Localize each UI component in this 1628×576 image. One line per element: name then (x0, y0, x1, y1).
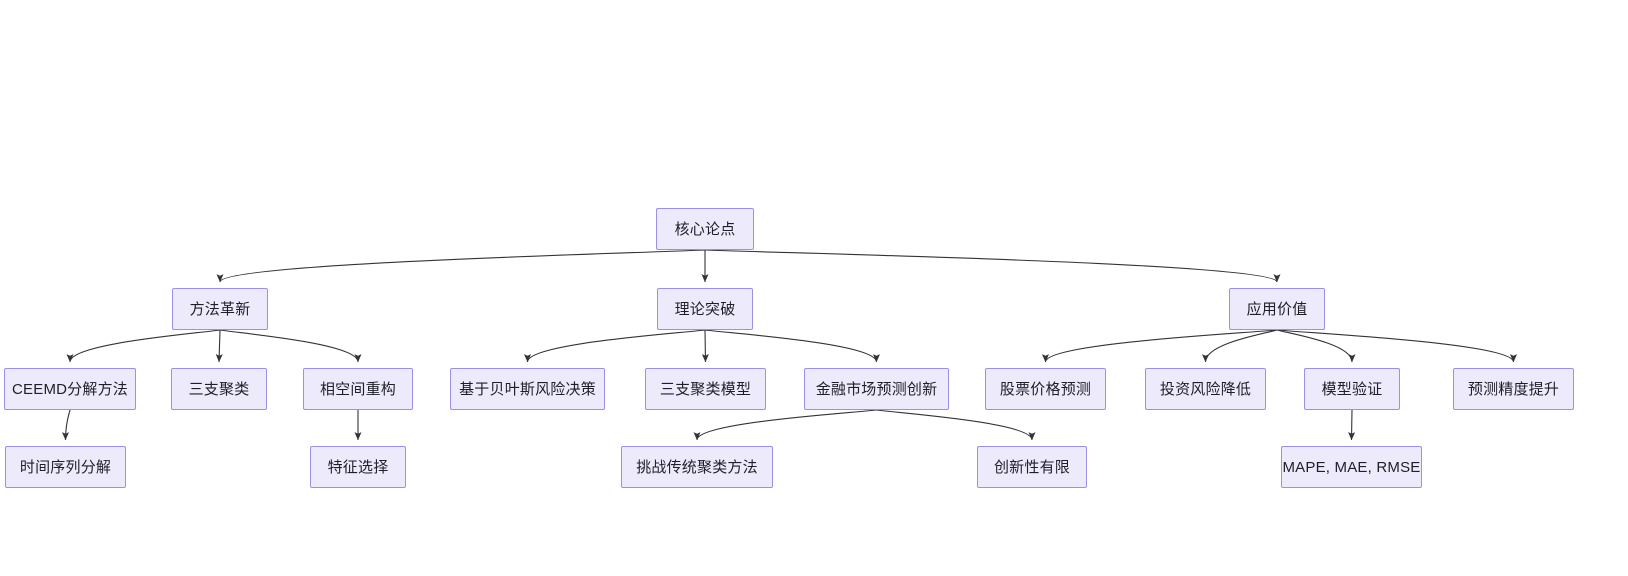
node-l1b[interactable]: 理论突破 (657, 288, 753, 330)
node-l2h[interactable]: 投资风险降低 (1145, 368, 1266, 410)
node-label: 应用价值 (1246, 300, 1308, 318)
node-l2f[interactable]: 金融市场预测创新 (804, 368, 949, 410)
node-l2c[interactable]: 相空间重构 (303, 368, 413, 410)
node-l3a[interactable]: 时间序列分解 (5, 446, 126, 488)
node-label: CEEMD分解方法 (12, 380, 128, 398)
node-l2b[interactable]: 三支聚类 (171, 368, 267, 410)
node-label: MAPE, MAE, RMSE (1282, 458, 1421, 476)
node-label: 创新性有限 (993, 458, 1070, 476)
node-l3e[interactable]: MAPE, MAE, RMSE (1281, 446, 1422, 488)
node-label: 三支聚类 (188, 380, 250, 398)
node-label: 方法革新 (189, 300, 251, 318)
node-l1a[interactable]: 方法革新 (172, 288, 268, 330)
node-label: 投资风险降低 (1159, 380, 1252, 398)
node-l3b[interactable]: 特征选择 (310, 446, 406, 488)
node-l2e[interactable]: 三支聚类模型 (645, 368, 766, 410)
node-label: 三支聚类模型 (659, 380, 752, 398)
node-label: 预测精度提升 (1467, 380, 1560, 398)
node-label: 核心论点 (674, 220, 736, 238)
node-l2g[interactable]: 股票价格预测 (985, 368, 1106, 410)
node-label: 金融市场预测创新 (815, 380, 938, 398)
node-l2i[interactable]: 模型验证 (1304, 368, 1400, 410)
node-l1c[interactable]: 应用价值 (1229, 288, 1325, 330)
node-label: 理论突破 (674, 300, 736, 318)
node-root[interactable]: 核心论点 (656, 208, 754, 250)
node-label: 特征选择 (327, 458, 389, 476)
node-l2d[interactable]: 基于贝叶斯风险决策 (450, 368, 605, 410)
node-l3c[interactable]: 挑战传统聚类方法 (621, 446, 773, 488)
node-label: 挑战传统聚类方法 (636, 458, 758, 476)
node-l2j[interactable]: 预测精度提升 (1453, 368, 1574, 410)
node-label: 模型验证 (1321, 380, 1383, 398)
node-label: 股票价格预测 (999, 380, 1092, 398)
node-label: 相空间重构 (319, 380, 396, 398)
node-label: 时间序列分解 (19, 458, 112, 476)
node-l3d[interactable]: 创新性有限 (977, 446, 1087, 488)
node-l2a[interactable]: CEEMD分解方法 (4, 368, 136, 410)
node-label: 基于贝叶斯风险决策 (459, 380, 596, 398)
